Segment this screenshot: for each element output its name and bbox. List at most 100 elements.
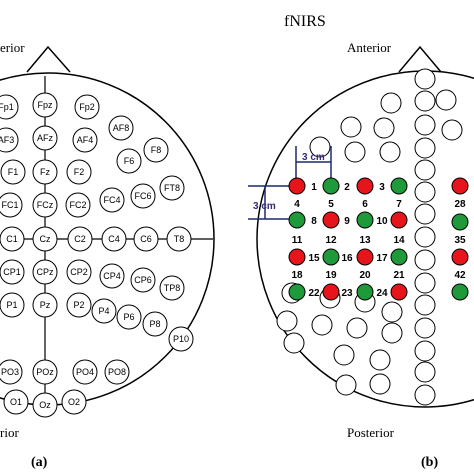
source-optode <box>288 177 306 195</box>
channel-label-24: 24 <box>376 288 388 299</box>
electrode-FCz: FCz <box>32 192 58 218</box>
electrode-PO4: PO4 <box>72 359 98 385</box>
electrode-Fp2: Fp2 <box>74 94 100 120</box>
electrode-T8: T8 <box>166 226 192 252</box>
channel-label-35: 35 <box>454 235 466 246</box>
caption-a: (a) <box>31 455 48 470</box>
channel-label-3: 3 <box>379 182 385 193</box>
caption-b: (b) <box>421 455 438 470</box>
electrode-F8: F8 <box>143 137 169 163</box>
channel-label-21: 21 <box>393 270 405 281</box>
electrode-P2: P2 <box>66 292 92 318</box>
detector-optode <box>390 248 408 266</box>
empty-optode-grid <box>276 92 403 396</box>
panel-b-fnirs-montage: fNIRS Anterior Posterior (b) <box>248 13 474 470</box>
channel-label-20: 20 <box>359 270 371 281</box>
electrode-Fp1: Fp1 <box>0 94 19 120</box>
channel-label-17: 17 <box>376 253 388 264</box>
channel-label-7: 7 <box>396 199 402 210</box>
source-optode <box>288 248 306 266</box>
channel-label-1: 1 <box>311 182 317 193</box>
detector-optode <box>390 177 408 195</box>
posterior-label-b: Posterior <box>347 425 395 440</box>
channel-label-16: 16 <box>341 253 353 264</box>
source-optode <box>356 248 374 266</box>
detector-optode <box>356 283 374 301</box>
anterior-label-a: erior <box>0 40 25 55</box>
electrode-TP8: TP8 <box>159 275 185 301</box>
electrode-C4: C4 <box>101 226 127 252</box>
svg-text:Cz: Cz <box>40 234 51 244</box>
electrode-C1: C1 <box>0 226 25 252</box>
channel-label-2: 2 <box>344 182 350 193</box>
svg-text:CPz: CPz <box>36 267 54 277</box>
svg-text:FCz: FCz <box>37 200 54 210</box>
electrode-FC6: FC6 <box>130 183 156 209</box>
svg-text:P1: P1 <box>6 300 17 310</box>
electrode-P6: P6 <box>116 304 142 330</box>
svg-text:Oz: Oz <box>39 400 51 410</box>
svg-text:CP2: CP2 <box>70 267 88 277</box>
source-optode <box>451 248 469 266</box>
svg-text:P6: P6 <box>123 312 134 322</box>
electrode-C2: C2 <box>67 226 93 252</box>
source-optode <box>390 211 408 229</box>
svg-text:AF3: AF3 <box>0 135 14 145</box>
channel-label-42: 42 <box>454 270 466 281</box>
electrode-FC2: FC2 <box>65 192 91 218</box>
svg-text:Fpz: Fpz <box>37 100 53 110</box>
source-optode <box>451 177 469 195</box>
electrode-PO8: PO8 <box>104 359 130 385</box>
distance-markers <box>248 146 332 220</box>
posterior-label-a: rior <box>0 425 19 440</box>
electrode-Fpz: Fpz <box>32 92 58 118</box>
source-optode <box>356 177 374 195</box>
svg-text:FC4: FC4 <box>103 195 120 205</box>
svg-text:CP4: CP4 <box>103 271 121 281</box>
svg-text:TP8: TP8 <box>164 283 181 293</box>
svg-text:FC1: FC1 <box>1 200 18 210</box>
svg-text:FC6: FC6 <box>134 191 151 201</box>
electrode-Pz: Pz <box>32 292 58 318</box>
source-optode <box>390 283 408 301</box>
channel-label-13: 13 <box>359 235 371 246</box>
detector-optode <box>451 213 469 231</box>
svg-text:AF8: AF8 <box>113 123 130 133</box>
detector-optode <box>451 283 469 301</box>
electrode-AF3: AF3 <box>0 127 19 153</box>
svg-text:T8: T8 <box>174 234 185 244</box>
electrode-P1: P1 <box>0 292 25 318</box>
distance-label-vertical: 3 cm <box>253 201 276 212</box>
electrode-CPz: CPz <box>32 259 58 285</box>
svg-text:P10: P10 <box>173 334 189 344</box>
channel-label-28: 28 <box>454 199 466 210</box>
electrode-P4: P4 <box>91 298 117 324</box>
channel-label-23: 23 <box>341 288 353 299</box>
panel-a-eeg-layout: Fp1 Fpz Fp2 AF3 AFz AF4 AF8 F1 Fz F2 F6 … <box>0 40 215 470</box>
channel-label-12: 12 <box>325 235 337 246</box>
svg-text:FC2: FC2 <box>69 200 86 210</box>
svg-text:CP1: CP1 <box>3 267 21 277</box>
channel-label-6: 6 <box>362 199 368 210</box>
svg-text:AFz: AFz <box>37 133 54 143</box>
electrode-FC4: FC4 <box>99 187 125 213</box>
detector-optode <box>288 283 306 301</box>
svg-text:C4: C4 <box>108 234 120 244</box>
svg-text:Pz: Pz <box>40 300 51 310</box>
electrode-F2: F2 <box>66 159 92 185</box>
svg-text:F1: F1 <box>8 167 19 177</box>
svg-text:P8: P8 <box>149 319 160 329</box>
head-nose-b <box>398 45 442 73</box>
svg-text:O1: O1 <box>10 397 22 407</box>
electrode-Cz: Cz <box>32 226 58 252</box>
electrode-FT8: FT8 <box>159 175 185 201</box>
anterior-label-b: Anterior <box>347 40 392 55</box>
svg-text:Fz: Fz <box>40 167 50 177</box>
electrode-P10: P10 <box>168 326 194 352</box>
electrode-F1: F1 <box>0 159 26 185</box>
channel-label-9: 9 <box>344 216 350 227</box>
detector-optode <box>356 211 374 229</box>
electrode-F6: F6 <box>116 148 142 174</box>
electrode-CP2: CP2 <box>66 259 92 285</box>
svg-text:O2: O2 <box>68 397 80 407</box>
